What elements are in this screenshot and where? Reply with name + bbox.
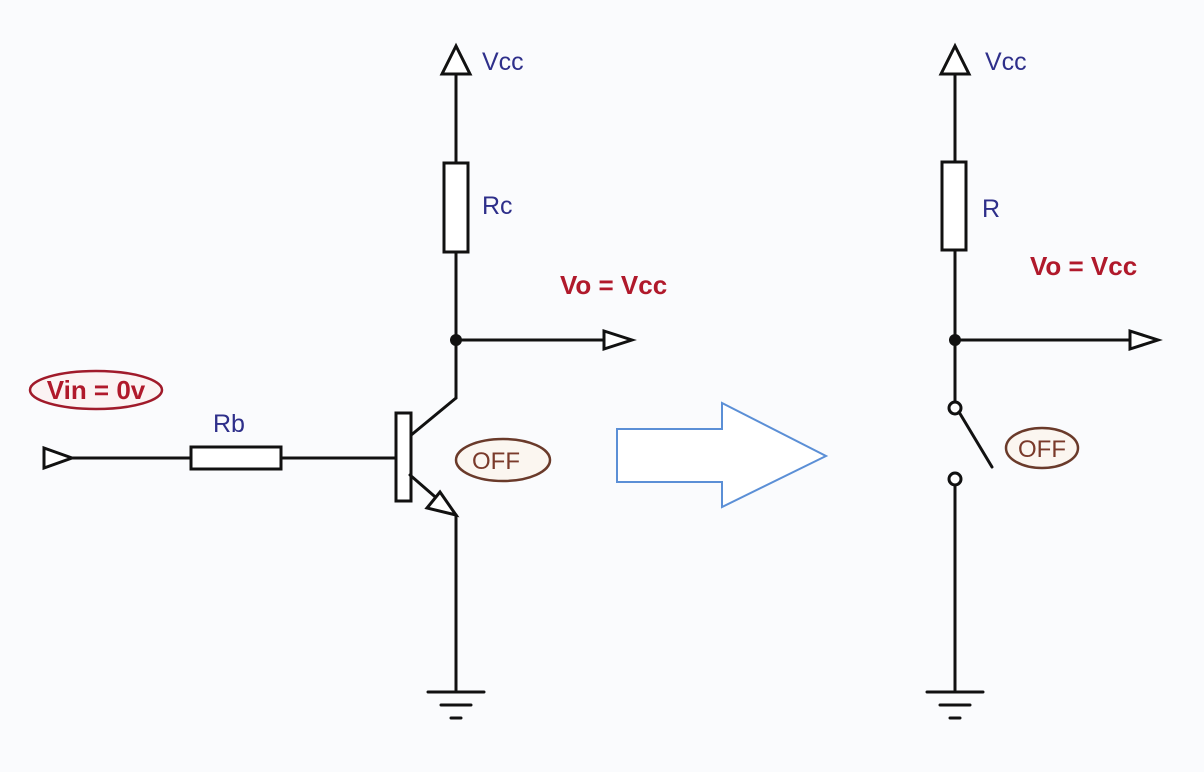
ground-icon-right — [925, 690, 985, 720]
transistor-circuit: Vcc Rc Vo = Vcc Rb — [28, 42, 667, 720]
collector-lead — [408, 396, 458, 438]
rc-label: Rc — [482, 192, 513, 220]
switch-blade — [957, 410, 994, 469]
switch-contact-bottom — [947, 471, 963, 487]
vcc-label-right: Vcc — [985, 48, 1027, 76]
r-label: R — [982, 195, 1000, 223]
vcc-supply-arrow-right — [938, 42, 972, 76]
output-arrow-right — [1128, 328, 1163, 352]
rb-label: Rb — [213, 410, 245, 438]
emitter-arrow — [424, 489, 460, 518]
output-arrow-left — [602, 328, 637, 352]
vo-label-left: Vo = Vcc — [560, 270, 667, 300]
off-badge-left — [454, 437, 552, 483]
transistor-base-bar — [394, 411, 413, 503]
vin-label: Vin = 0v — [47, 375, 146, 405]
off-badge-right — [1004, 426, 1080, 470]
input-arrow — [42, 445, 77, 471]
off-label-right: OFF — [1018, 436, 1066, 463]
equivalent-resistor — [940, 160, 968, 252]
base-resistor — [189, 445, 283, 471]
collector-resistor — [442, 161, 470, 254]
off-label-left: OFF — [472, 448, 520, 475]
equivalent-circuit: Vcc R Vo = Vcc OFF — [925, 42, 1163, 720]
ground-icon-left — [426, 690, 486, 720]
equivalence-arrow — [616, 401, 829, 509]
vcc-supply-arrow-left — [439, 42, 473, 76]
vo-label-right: Vo = Vcc — [1030, 251, 1137, 281]
vcc-label-left: Vcc — [482, 48, 524, 76]
vin-oval — [28, 369, 164, 411]
